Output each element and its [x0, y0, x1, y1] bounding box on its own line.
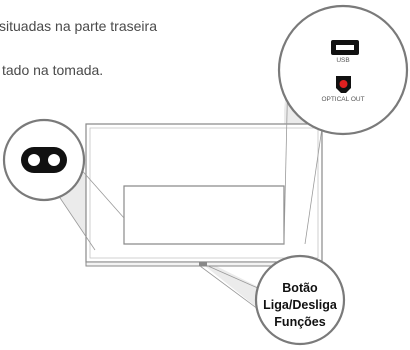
power-button-label-line-3: Funções	[274, 315, 326, 329]
ports-callout-circle	[277, 4, 409, 136]
usb-label: USB	[336, 57, 350, 64]
tv-back-inner-edge	[89, 127, 319, 259]
power-button-label: Botão Liga/Desliga Funções	[262, 280, 338, 331]
power-connector-icon	[21, 147, 67, 173]
power-button-label-line-2: Liga/Desliga	[263, 298, 337, 312]
tv-center-panel	[123, 185, 285, 245]
instruction-text-line-1: situadas na parte traseira	[0, 18, 157, 34]
usb-port-icon	[331, 40, 359, 55]
instruction-text-line-2: tado na tomada.	[2, 62, 104, 78]
power-button-label-line-1: Botão	[282, 281, 318, 295]
power-button-nub	[199, 262, 207, 266]
power-button-callout-circle	[254, 254, 346, 346]
optical-port-icon	[336, 76, 351, 93]
optical-out-label: OPTICAL OUT	[321, 96, 365, 103]
